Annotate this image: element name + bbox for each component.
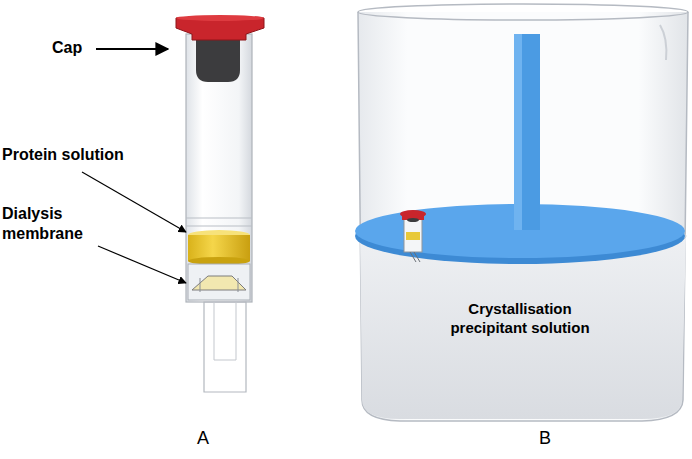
solution-label: Crystallisation precipitant solution (430, 300, 610, 338)
part-label: Dialysis membrane (2, 204, 94, 244)
leader-arrow (96, 48, 168, 50)
leader-arrow (82, 172, 186, 232)
part-label: Protein solution (2, 145, 124, 165)
beaker (355, 4, 688, 421)
leader-arrow (98, 246, 186, 283)
dialysis-button (176, 15, 264, 392)
panel-letter: A (188, 427, 218, 450)
panel-letter: B (530, 427, 560, 450)
part-label: Cap (52, 38, 82, 58)
